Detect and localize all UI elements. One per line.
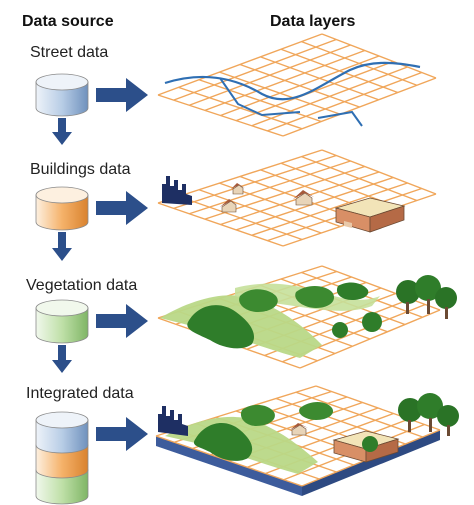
grid-line — [315, 385, 441, 431]
grid-line — [301, 40, 418, 86]
grid-line — [235, 176, 394, 231]
grid-line — [321, 149, 437, 195]
tree-trunk — [447, 425, 450, 436]
street-grid — [157, 33, 437, 137]
buildings-data-label: Buildings data — [30, 161, 131, 178]
buildings-layer — [157, 149, 437, 247]
integrated-base-front — [156, 436, 302, 496]
grid-line — [282, 77, 437, 137]
house-icon — [220, 199, 238, 213]
right-arrow-icon — [96, 304, 148, 338]
vegetation-forest — [187, 305, 255, 349]
integrated-base-side — [302, 430, 440, 496]
tree-trunk — [427, 299, 430, 314]
vegetation-forest — [299, 402, 334, 420]
vegetation-database-icon — [35, 299, 89, 344]
buildings-database-icon — [35, 186, 89, 231]
tree-trunk — [429, 418, 432, 432]
large-building-icon — [334, 197, 406, 233]
grid-line — [251, 182, 408, 236]
down-arrow-icon — [52, 345, 72, 373]
grid-line — [321, 33, 437, 79]
vegetation-forest — [336, 282, 369, 300]
house-icon — [290, 423, 308, 436]
tree-icon — [415, 275, 441, 301]
vegetation-forest — [193, 423, 253, 461]
tree-icon — [398, 398, 422, 422]
vegetation-forest — [239, 289, 278, 312]
vegetation-layer — [157, 265, 457, 369]
grid-line — [321, 265, 441, 311]
tree-icon — [362, 312, 382, 332]
integrated-data-label: Integrated data — [26, 385, 134, 402]
factory-icon — [158, 406, 188, 436]
street-database-icon — [35, 73, 89, 117]
grid-line — [295, 391, 423, 438]
down-arrow-icon — [52, 118, 72, 145]
vegetation-forest — [240, 404, 275, 426]
vegetation-forest — [295, 286, 335, 308]
house-icon — [293, 190, 314, 206]
tree-icon — [417, 393, 443, 419]
grid-line — [260, 56, 379, 101]
grid-line — [267, 71, 422, 132]
factory-icon — [162, 176, 192, 205]
grid-line — [220, 55, 380, 117]
tree-trunk — [406, 302, 409, 314]
integrated-layer — [155, 385, 459, 496]
tree-icon — [435, 287, 457, 309]
right-arrow-icon — [96, 78, 148, 112]
data-source-header: Data source — [22, 13, 114, 30]
tree-icon — [332, 322, 348, 338]
tree-icon — [396, 280, 420, 304]
tree-icon — [362, 436, 378, 452]
street-line — [317, 110, 363, 127]
grid-line — [299, 309, 441, 369]
house-icon — [231, 183, 245, 195]
tree-trunk — [408, 420, 411, 432]
grid-line — [235, 60, 394, 122]
vegetation-data-label: Vegetation data — [26, 277, 137, 294]
right-arrow-icon — [96, 191, 148, 225]
street-data-label: Street data — [30, 44, 108, 61]
data-layers-header: Data layers — [270, 13, 355, 30]
tree-trunk — [445, 307, 448, 319]
street-line — [164, 61, 421, 101]
right-arrow-icon — [96, 417, 148, 451]
street-layer — [157, 33, 437, 137]
integrated-database-icon — [35, 411, 89, 505]
grid-line — [301, 155, 418, 202]
tree-icon — [437, 405, 459, 427]
down-arrow-icon — [52, 232, 72, 261]
grid-line — [251, 66, 408, 127]
street-line — [219, 77, 301, 117]
grid-line — [280, 48, 398, 94]
